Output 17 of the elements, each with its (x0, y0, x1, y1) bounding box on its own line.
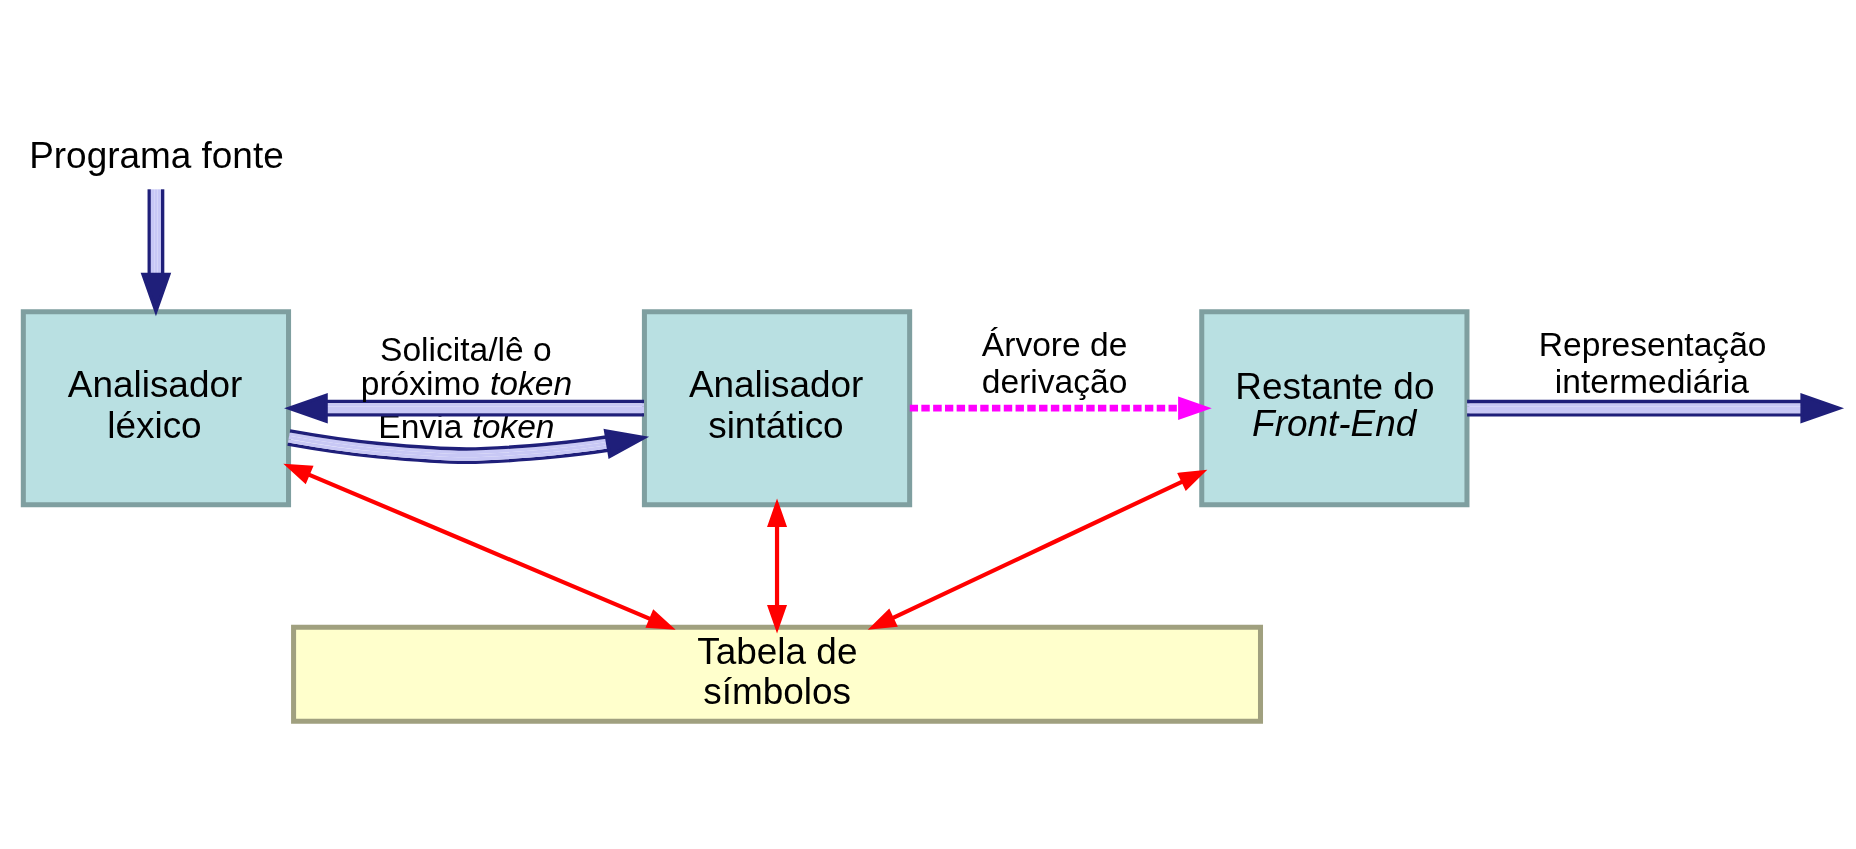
arrow (909, 395, 1212, 420)
edge-label: Envia token (378, 407, 555, 445)
node-box: Analisador sintático (641, 308, 913, 507)
arrow (1467, 392, 1845, 423)
arrow (283, 463, 676, 630)
edge-label: Representação intermediária (1538, 325, 1767, 400)
node-text: Programa fonte (29, 134, 284, 176)
arrow (284, 392, 644, 423)
arrow (287, 428, 650, 464)
arrow (140, 188, 172, 316)
node-box: Tabela de símbolos (291, 624, 1263, 724)
node-box: Analisador léxico (20, 308, 292, 507)
node-box: Restante do Front-End (1199, 308, 1470, 507)
arrow (867, 469, 1208, 630)
edge-label: Solicita/lê o próximo token (360, 330, 573, 402)
edge-label: Árvore de derivação (981, 325, 1128, 400)
arrow (767, 497, 788, 634)
